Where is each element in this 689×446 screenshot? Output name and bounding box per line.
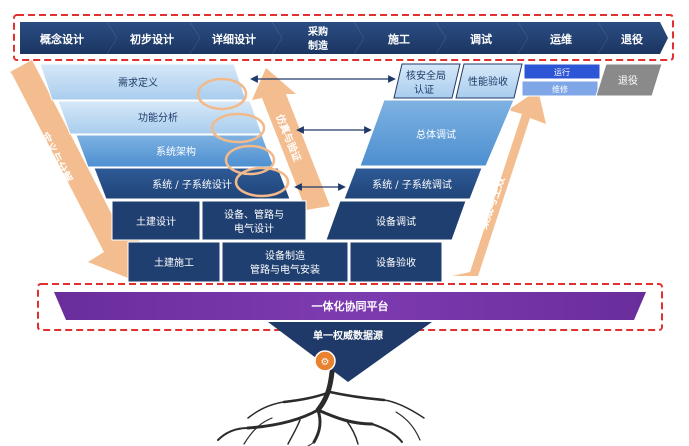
- integrate-validate-label: 集成与生效: [475, 174, 508, 232]
- phase-label-3: 详细设计: [212, 32, 256, 46]
- subsystem-commissioning-label: 系统 / 子系统调试: [372, 178, 452, 191]
- phase-label-2: 初步设计: [130, 32, 174, 46]
- phase-label-8: 退役: [621, 32, 643, 46]
- equipment-acceptance-label: 设备验收: [376, 256, 416, 269]
- retirement-box[interactable]: [595, 63, 663, 97]
- platform-frame: [37, 283, 663, 331]
- operation-box[interactable]: [523, 63, 601, 80]
- phase-label-5: 施工: [388, 32, 410, 46]
- equipment-design-box[interactable]: [201, 200, 307, 241]
- collaboration-platform-label: 一体化协同平台: [312, 299, 389, 313]
- phase-chevron-7[interactable]: [518, 22, 608, 54]
- phase-chevron-3[interactable]: [190, 22, 282, 54]
- integrate-validate-arrow: [452, 90, 546, 276]
- function-analysis-label: 功能分析: [138, 111, 178, 124]
- subsystem-commissioning-box[interactable]: [343, 167, 483, 200]
- roots-graphic: [217, 369, 425, 446]
- iteration-loop-2: [210, 112, 266, 144]
- data-source-glyph: ⚙: [321, 357, 330, 368]
- equipment-manufacturing-box[interactable]: [221, 241, 349, 283]
- phase-label-6: 调试: [470, 32, 492, 46]
- equipment-manufacturing-label-2: 管路与电气安装: [250, 263, 320, 276]
- phase-bar: 概念设计 初步设计 详细设计 采购 制造 施工 调试 运维 退役: [20, 22, 668, 54]
- iteration-loop-3: [224, 144, 276, 176]
- operation-label: 运行: [554, 67, 570, 77]
- equipment-commissioning-box[interactable]: [325, 200, 467, 241]
- iteration-loop-1: [196, 77, 248, 111]
- civil-construction-label: 土建施工: [154, 256, 194, 269]
- civil-design-label: 土建设计: [136, 215, 176, 228]
- nuclear-certification-label-1: 核安全局: [406, 69, 446, 82]
- phase-bar-frame: [13, 14, 674, 61]
- performance-acceptance-box[interactable]: [455, 63, 523, 99]
- phase-chevron-6[interactable]: [436, 22, 528, 54]
- phase-label-1: 概念设计: [40, 32, 84, 46]
- civil-construction-box[interactable]: [127, 241, 221, 283]
- phase-chevron-8[interactable]: [598, 22, 668, 54]
- performance-acceptance-label: 性能验收: [468, 75, 508, 88]
- overall-commissioning-label: 总体调试: [416, 128, 456, 141]
- nuclear-certification-label-2: 认证: [414, 83, 434, 96]
- phase-chevron-4[interactable]: [272, 22, 364, 54]
- system-architecture-box[interactable]: [75, 134, 275, 168]
- phase-label-4a: 采购: [307, 25, 328, 38]
- collaboration-platform-bar[interactable]: [54, 292, 646, 320]
- nuclear-certification-box[interactable]: [393, 63, 461, 99]
- simulate-verify-arrow: [252, 68, 330, 210]
- retirement-label: 退役: [618, 74, 638, 87]
- single-source-funnel: [268, 322, 432, 382]
- equipment-commissioning-label: 设备调试: [376, 215, 416, 228]
- subsystem-design-label: 系统 / 子系统设计: [152, 178, 232, 191]
- maintenance-label: 维修: [552, 84, 568, 94]
- iteration-loop-4: [234, 166, 290, 198]
- define-decompose-arrow: [10, 60, 140, 282]
- overall-commissioning-box[interactable]: [359, 99, 515, 167]
- civil-design-box[interactable]: [111, 200, 201, 241]
- equipment-design-label-1: 设备、管路与: [224, 208, 284, 221]
- requirement-definition-label: 需求定义: [118, 76, 158, 89]
- equipment-design-label-2: 电气设计: [234, 222, 274, 235]
- phase-chevron-2[interactable]: [107, 22, 200, 54]
- phase-label-4b: 制造: [308, 39, 329, 52]
- phase-chevron-1[interactable]: [20, 22, 117, 54]
- equipment-manufacturing-label-1: 设备制造: [265, 249, 305, 262]
- single-source-label: 单一权威数据源: [313, 329, 383, 342]
- requirement-definition-box[interactable]: [39, 63, 247, 101]
- phase-chevron-5[interactable]: [354, 22, 446, 54]
- equipment-acceptance-box[interactable]: [349, 241, 443, 283]
- phase-label-7: 运维: [550, 32, 572, 46]
- system-architecture-label: 系统架构: [156, 145, 196, 158]
- data-source-icon: [314, 350, 336, 372]
